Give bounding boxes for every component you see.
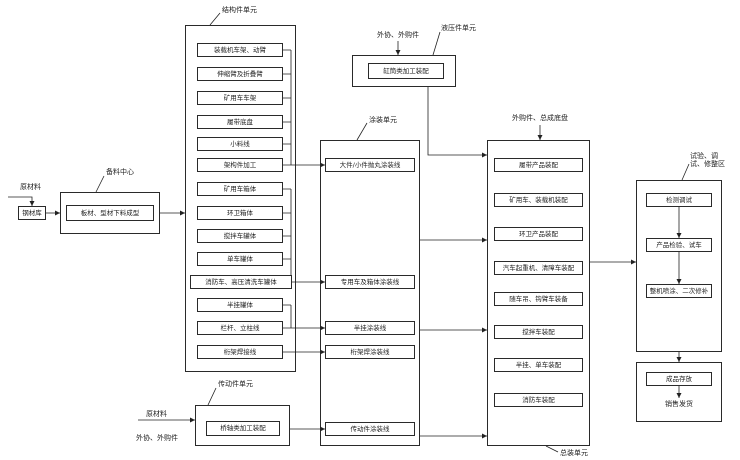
- leader-transmission-unit-label: [207, 387, 217, 406]
- structural-item: 半挂罐体: [197, 298, 283, 312]
- transmission-unit: [195, 405, 290, 446]
- test-step: 检测调试: [646, 193, 712, 207]
- storage-unit: [636, 362, 722, 422]
- coating-line: 传动件涂装线: [325, 422, 415, 436]
- raw-material-label: 原材料: [20, 183, 41, 191]
- assembly-item: 随车吊、钩臂车装备: [494, 292, 583, 306]
- final-assembly-unit: [487, 140, 590, 446]
- structural-item: 矿用车车架: [197, 91, 283, 105]
- structural-item: 环卫箱体: [197, 206, 283, 220]
- structural-item: 伸缩臂及折叠臂: [197, 67, 283, 81]
- coating-unit: [320, 140, 420, 446]
- leader-coating-unit-label: [356, 122, 368, 141]
- hydraulic-process-box: 缸筒类加工装配: [368, 63, 444, 79]
- shipping-label: 销售发货: [665, 400, 693, 408]
- hydraulic-unit-title: 液压件单元: [441, 24, 476, 32]
- leader-prep-center-label: [95, 175, 105, 193]
- prep-center-unit: [60, 192, 160, 234]
- steel-store-box: 钢材库: [18, 206, 46, 220]
- transmission-raw-input-label: 原材料: [146, 410, 167, 418]
- connector-structural-group-3: [283, 304, 292, 328]
- test-step: 产品检验、试车: [646, 238, 712, 252]
- assembly-item: 环卫产品装配: [494, 227, 583, 241]
- final-assembly-unit-title: 总装单元: [560, 449, 588, 457]
- assembly-item: 矿用车、装载机装配: [494, 193, 583, 207]
- prep-center-process-box: 板材、型材下料成型: [66, 205, 154, 221]
- structural-item: 架构件加工: [197, 158, 283, 172]
- arrow-raw-material-to-steel-store: [8, 196, 35, 206]
- structural-item: 装载机车架、动臂: [197, 43, 283, 57]
- structural-unit: [185, 25, 296, 372]
- finished-storage-box: 成品存放: [646, 372, 712, 386]
- coating-line: 专用车及箱体涂装线: [325, 275, 415, 289]
- test-area-unit: [636, 180, 722, 352]
- leader-structural-unit-label: [209, 12, 221, 26]
- connector-structural-group-2: [283, 188, 292, 275]
- coating-unit-title: 涂装单元: [369, 116, 397, 124]
- transmission-process-box: 桥轴类加工装配: [206, 421, 280, 436]
- assembly-item: 履带产品装配: [494, 158, 583, 172]
- transmission-outsourced-input-label: 外协、外购件: [136, 434, 178, 442]
- connector-structural-group-1: [283, 49, 292, 165]
- coating-line: 半挂涂装线: [325, 321, 415, 335]
- assembly-item: 汽车起重机、清障车装配: [494, 261, 583, 275]
- leader-hydraulic-unit-label: [432, 31, 441, 56]
- structural-item: 矿用车箱体: [197, 182, 283, 196]
- assembly-item: 消防车装配: [494, 393, 583, 407]
- transmission-unit-title: 传动件单元: [218, 380, 253, 388]
- structural-item: 搅拌车罐体: [197, 229, 283, 243]
- arrow-hydraulic-to-final-assembly: [427, 87, 487, 158]
- hydraulic-input-label: 外协、外购件: [377, 31, 419, 39]
- structural-unit-title: 结构件单元: [222, 6, 257, 14]
- leader-test-area-label: [681, 163, 690, 181]
- hydraulic-unit: [352, 55, 456, 87]
- structural-item: 消防车、高压清洗车罐体: [190, 275, 292, 289]
- coating-line: 桁架焊涂装线: [325, 345, 415, 359]
- test-area-title: 试验、调试、修整区: [690, 152, 725, 169]
- structural-item: 小料线: [197, 137, 283, 151]
- assembly-item: 搅拌车装配: [494, 325, 583, 339]
- test-step: 整机喷涂、二次修补: [646, 284, 712, 298]
- coating-line: 大件/小件抛丸涂装线: [325, 158, 415, 172]
- prep-center-title: 备料中心: [106, 168, 134, 176]
- structural-item: 履带底盘: [197, 115, 283, 129]
- leader-final-assembly-label: [545, 445, 559, 453]
- structural-item: 单车罐体: [197, 252, 283, 266]
- assembly-item: 半挂、单车装配: [494, 358, 583, 372]
- structural-item: 桁架焊接线: [197, 345, 283, 359]
- final-assembly-input-label: 外购件、总成底盘: [512, 114, 568, 122]
- structural-item: 栏杆、立柱线: [197, 321, 283, 335]
